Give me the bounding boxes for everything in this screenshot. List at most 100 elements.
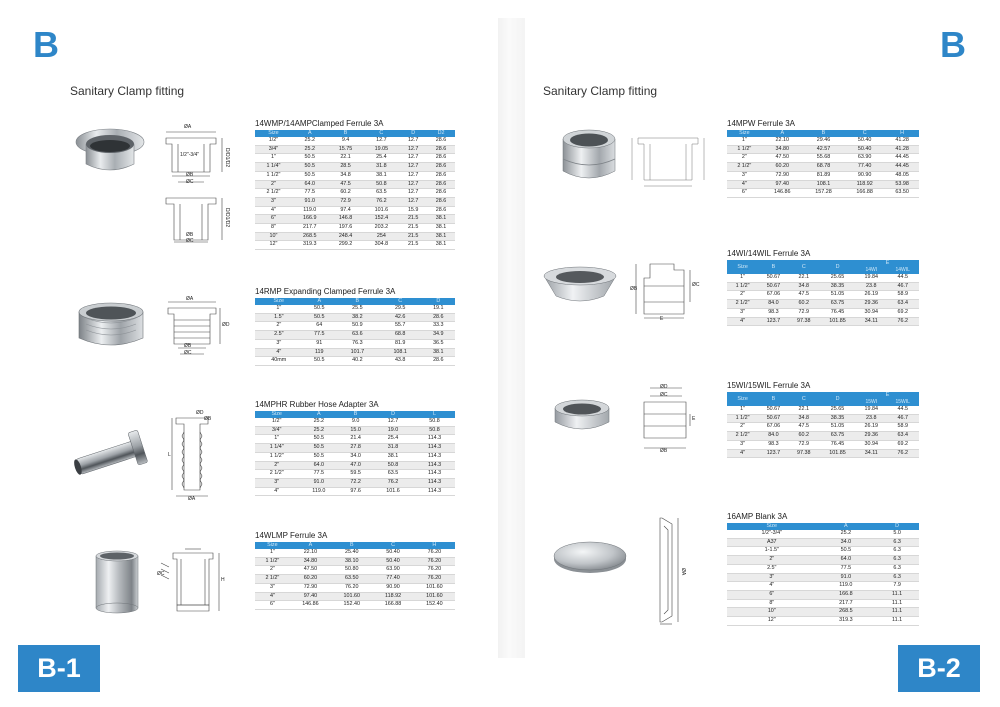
table-cell: 1" (727, 406, 759, 415)
table-cell: 28.6 (421, 356, 455, 366)
col-header: D (818, 392, 857, 406)
col-header: D2 (427, 130, 455, 137)
table-cell: 28.6 (427, 145, 455, 155)
table-cell: 2 1/2" (727, 162, 762, 172)
table-cell: 3" (727, 171, 762, 181)
table-cell: 12.7 (399, 145, 428, 155)
clamped-ferrule-photo (72, 120, 148, 180)
table-block-14rmp: 14RMP Expanding Clamped Ferrule 3A Size … (255, 287, 455, 366)
table-cell: 2" (727, 555, 817, 565)
table-cell: 50.5 (298, 443, 340, 453)
table-cell: 50.67 (758, 274, 789, 283)
table-cell: 50.9 (335, 321, 379, 332)
clamped-ferrule-drawing: ØA 1/2"-3/4" D/D1/D2 ØB ØC D/D1/D2 ØB ØC (160, 124, 240, 246)
dim-label-a: ØA (188, 496, 196, 502)
table-cell: 19.1 (421, 305, 455, 314)
page-gutter (498, 18, 526, 658)
table-cell: 7.9 (875, 581, 919, 591)
table-cell: 51.05 (818, 422, 857, 433)
table-cell: 34.11 (856, 317, 887, 327)
table-cell: 4" (727, 180, 762, 190)
table-cell: 146.86 (761, 188, 803, 198)
table-cell: 1" (255, 153, 292, 164)
table-cell: 50.8 (363, 180, 400, 190)
table-cell: 59.5 (339, 469, 372, 479)
table-cell: 319.3 (291, 240, 328, 251)
table-cell: 268.5 (816, 607, 876, 618)
table-cell: 72.9 (788, 308, 819, 318)
col-header: A (289, 542, 332, 549)
table-cell: 28.6 (427, 153, 455, 164)
table-cell: 254 (363, 232, 400, 242)
table-cell: 50.5 (298, 452, 340, 462)
table-cell: 30.94 (856, 440, 887, 450)
table-cell: 23.8 (856, 282, 887, 292)
table-cell: 6" (255, 600, 290, 610)
table-cell: 36.5 (421, 339, 455, 349)
table-cell: 47.0 (339, 461, 372, 471)
col-subheader: 15WI (856, 399, 887, 406)
table-cell: 157.28 (802, 188, 845, 198)
table-cell: 25.2 (298, 418, 340, 427)
table-cell: 38.1 (421, 348, 455, 358)
table-cell: 12.7 (399, 188, 428, 198)
table-cell: 81.9 (378, 339, 422, 349)
table-cell: 72.2 (339, 478, 372, 488)
table-cell: 2 1/2" (727, 431, 759, 441)
table-cell: 38.1 (363, 171, 400, 181)
table-cell: 22.10 (761, 137, 803, 146)
table-cell: 114.3 (414, 469, 455, 479)
table-cell: 69.2 (886, 440, 919, 450)
table-title: 14WLMP Ferrule 3A (255, 531, 328, 540)
table-cell: 197.6 (327, 223, 364, 233)
table-cell: 25.4 (371, 434, 415, 445)
dim-label-e: E (692, 416, 696, 422)
table-cell: 50.40 (372, 549, 414, 558)
table-cell: 50.5 (291, 171, 328, 181)
table-cell: 76.2 (371, 478, 415, 488)
table-cell: 2 1/2" (255, 574, 290, 584)
table-cell: 101.60 (413, 592, 455, 602)
table-cell: 31.8 (371, 443, 415, 453)
blank-cap-drawing: ØA (650, 512, 690, 628)
table-cell: 50.40 (844, 137, 886, 146)
table-cell: 1/2" (255, 137, 292, 146)
col-header: Size (255, 130, 292, 137)
table-cell: 64.0 (816, 555, 876, 565)
table-cell: 50.5 (302, 313, 336, 323)
table-cell: 91.0 (816, 573, 876, 583)
dim-label-b: ØB (204, 416, 212, 422)
table-cell: 76.45 (818, 440, 857, 450)
table-cell: 50.67 (758, 414, 789, 424)
table-cell: 15.75 (327, 145, 364, 155)
table-cell: 268.5 (291, 232, 328, 242)
table-cell: 3" (255, 478, 299, 488)
table-cell: 11.1 (875, 599, 919, 609)
table-title: 14WI/14WIL Ferrule 3A (727, 249, 811, 258)
table-cell: 12" (255, 240, 292, 251)
table-cell: 44.5 (886, 406, 919, 415)
table-cell: 1/2" (255, 418, 299, 427)
page-number-badge-right: B-2 (898, 645, 980, 692)
long-ferrule-photo (88, 548, 146, 614)
table-cell: 26.19 (856, 290, 887, 301)
table-cell: 3" (255, 339, 303, 349)
